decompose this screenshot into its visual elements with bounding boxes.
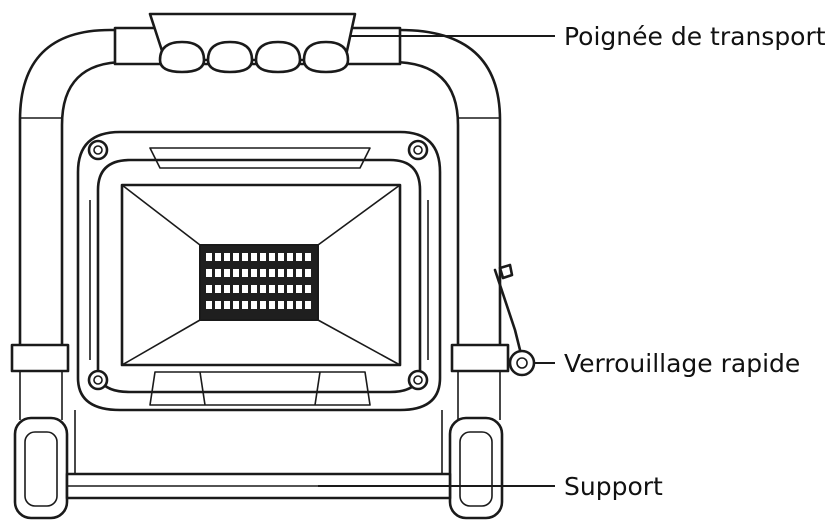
screw: [407, 369, 429, 391]
led-chip: [251, 253, 257, 261]
led-chip: [242, 285, 248, 293]
led-chip: [224, 253, 230, 261]
led-chip-grid: [206, 253, 311, 309]
led-chip: [260, 269, 266, 277]
led-chip: [305, 285, 311, 293]
led-chip: [305, 301, 311, 309]
quick-lock-lever: [493, 263, 536, 377]
led-chip: [287, 285, 293, 293]
led-chip: [215, 285, 221, 293]
stand-label: Support: [564, 472, 663, 501]
led-chip: [206, 269, 212, 277]
led-chip: [233, 301, 239, 309]
led-chip: [242, 301, 248, 309]
led-chip: [224, 285, 230, 293]
quick-lock-label: Verrouillage rapide: [564, 349, 800, 378]
led-chip: [251, 269, 257, 277]
led-chip: [269, 285, 275, 293]
led-chip: [206, 301, 212, 309]
led-chip: [242, 253, 248, 261]
led-chip: [233, 253, 239, 261]
led-chip: [287, 269, 293, 277]
led-chip: [278, 285, 284, 293]
screw: [87, 369, 109, 391]
led-chip: [242, 269, 248, 277]
led-chip: [296, 253, 302, 261]
led-chip: [215, 253, 221, 261]
led-chip: [305, 269, 311, 277]
led-chip: [206, 285, 212, 293]
led-chip: [260, 301, 266, 309]
led-chip: [224, 269, 230, 277]
led-chip: [278, 301, 284, 309]
screw: [87, 139, 109, 161]
led-chip: [260, 253, 266, 261]
handle-label: Poignée de transport: [564, 22, 826, 51]
led-chip: [224, 301, 230, 309]
led-chip: [269, 301, 275, 309]
led-chip: [215, 269, 221, 277]
led-chip: [269, 269, 275, 277]
led-chip: [251, 301, 257, 309]
led-chip: [296, 269, 302, 277]
led-chip: [305, 253, 311, 261]
led-chip: [260, 285, 266, 293]
led-chip: [206, 253, 212, 261]
screw: [407, 139, 429, 161]
led-chip: [233, 285, 239, 293]
stand-bar: [65, 410, 452, 500]
led-chip: [215, 301, 221, 309]
led-chip: [278, 253, 284, 261]
led-chip: [278, 269, 284, 277]
led-chip: [296, 285, 302, 293]
led-chip: [296, 301, 302, 309]
carry-handle: [113, 12, 402, 74]
led-chip: [287, 253, 293, 261]
led-chip: [287, 301, 293, 309]
frame-brackets: [10, 343, 510, 420]
led-module: [199, 244, 319, 321]
led-chip: [269, 253, 275, 261]
stand-feet: [13, 416, 504, 520]
led-chip: [251, 285, 257, 293]
led-chip: [233, 269, 239, 277]
